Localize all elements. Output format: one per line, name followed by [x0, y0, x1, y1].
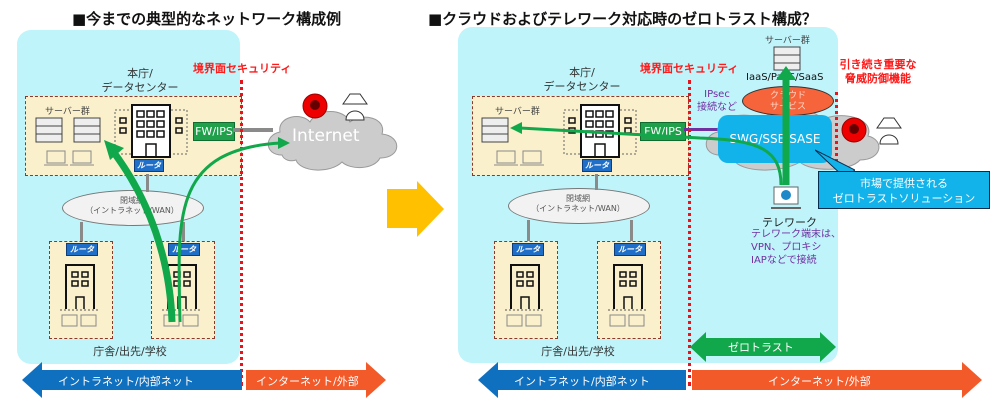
left-dc-laptop-icons	[44, 150, 94, 166]
flow-telework-to-server	[519, 126, 783, 186]
left-hq-label-line1: 本庁/	[127, 67, 153, 80]
right-hq-wan-link	[595, 174, 598, 190]
left-wan-branch1-link	[80, 222, 83, 242]
transition-arrow-icon	[387, 181, 444, 237]
left-branch1-router: ルータ	[66, 243, 98, 256]
right-wan-label-line2: （イントラネット/WAN）	[531, 204, 625, 213]
left-intranet-arrow	[22, 362, 242, 398]
left-internet-arrow	[246, 362, 386, 398]
zero-trust-arrow	[690, 332, 836, 362]
right-hq-label: 本庁/ データセンター	[522, 66, 642, 94]
left-flow-arrows	[104, 137, 290, 323]
telework-note-line3: IAPなどで接続	[751, 255, 817, 266]
right-branch1-router: ルータ	[512, 243, 544, 256]
right-hacker-icon	[876, 117, 902, 145]
flow-branch-to-server-head	[104, 140, 124, 160]
telework-note-line2: VPN、プロキシ	[751, 242, 822, 253]
left-hq-router: ルータ	[134, 159, 164, 172]
ipsec-label: IPsec 接続など	[697, 88, 737, 114]
right-intranet-arrow-label: イントラネット/内部ネット	[514, 375, 650, 388]
left-wan-label-line1: 閉域網	[120, 196, 144, 205]
left-wan-ellipse	[62, 190, 204, 226]
ipsec-label-line2: 接続など	[697, 102, 737, 113]
right-internet-arrow	[692, 362, 982, 398]
right-wan-label-line1: 閉域網	[566, 194, 590, 203]
zero-trust-arrow-label: ゼロトラスト	[728, 341, 794, 354]
left-hq-label: 本庁/ データセンター	[80, 67, 200, 95]
left-intranet-arrow-label: イントラネット/内部ネット	[58, 375, 194, 388]
telework-note: テレワーク端末は、 VPN、プロキシ IAPなどで接続	[751, 228, 841, 267]
right-server-rack-icon	[481, 117, 509, 143]
right-hq-label-line1: 本庁/	[569, 66, 595, 79]
left-branch1-building-icon	[60, 264, 100, 327]
left-perimeter-line	[240, 80, 243, 386]
threat-defense-line2: 脅威防御機能	[845, 72, 911, 85]
right-wan-branch1-link	[527, 220, 530, 242]
callout-line1: 市場で提供される	[860, 177, 948, 190]
left-hq-wan-link	[146, 174, 149, 192]
right-branch2-router: ルータ	[614, 243, 646, 256]
left-fw-internet-link	[233, 128, 273, 132]
right-intranet-arrow	[478, 362, 686, 398]
left-internet-label: Internet	[292, 126, 360, 146]
callout-line2: ゼロトラストソリューション	[832, 192, 976, 205]
left-perimeter-label: 境界面セキュリティ	[193, 62, 292, 75]
left-wan-label-line2: （イントラネット/WAN）	[85, 206, 179, 215]
flow-telework-to-cloud-head	[776, 66, 796, 80]
left-hq-building-icon	[114, 104, 188, 158]
ipsec-label-line1: IPsec	[704, 89, 730, 100]
cloud-server-rack-icon	[773, 46, 801, 71]
threat-defense-label: 引き続き重要な 脅威防御機能	[834, 58, 922, 86]
flow-branch-to-internet	[177, 141, 281, 323]
right-perimeter-label: 境界面セキュリティ	[640, 62, 739, 75]
left-internet-cloud-icon	[267, 111, 398, 171]
left-internet-arrow-label: インターネット/外部	[256, 375, 359, 388]
telework-laptop-icon	[771, 186, 801, 209]
left-fw-ips: FW/IPS	[193, 122, 235, 141]
right-hq-label-line2: データセンター	[543, 80, 621, 93]
left-wan-label: 閉域網 （イントラネット/WAN）	[62, 196, 202, 216]
threat-defense-line	[835, 92, 838, 162]
right-malware-icon	[841, 117, 867, 143]
left-hacker-icon	[342, 93, 368, 121]
right-hq-router: ルータ	[582, 159, 612, 172]
right-server-group-label: サーバー群	[495, 107, 540, 117]
flow-branch-to-internet-head	[278, 137, 290, 149]
left-branch2-router: ルータ	[168, 243, 200, 256]
right-branches-label: 庁舎/出先/学校	[541, 345, 615, 358]
left-server-rack-icons	[35, 117, 101, 143]
right-wan-ellipse	[508, 188, 650, 224]
left-malware-icon	[302, 93, 328, 119]
zero-trust-solution-callout: 市場で提供される ゼロトラストソリューション	[818, 171, 990, 209]
telework-note-line1: テレワーク端末は、	[751, 229, 841, 240]
right-branch1-building-icon	[505, 264, 545, 327]
left-wan-branch2-link	[182, 222, 185, 242]
right-perimeter-line	[688, 80, 691, 386]
server-icon	[35, 117, 101, 143]
left-server-group-label: サーバー群	[45, 107, 90, 117]
telework-label: テレワーク	[762, 216, 817, 229]
sase-box: SWG/SSE/SASE	[718, 115, 832, 163]
right-wan-label: 閉域網 （イントラネット/WAN）	[508, 194, 648, 214]
right-wan-branch2-link	[630, 220, 633, 242]
left-hq-label-line2: データセンター	[101, 81, 179, 94]
right-dc-laptop-icons	[494, 150, 544, 166]
right-title: ■クラウドおよびテレワーク対応時のゼロトラスト構成？	[428, 10, 817, 28]
right-internet-arrow-label: インターネット/外部	[768, 375, 871, 388]
right-flow-arrows	[510, 66, 796, 186]
right-branch2-building-icon	[608, 264, 648, 327]
flow-telework-to-server-head	[510, 122, 522, 134]
ipsec-link	[684, 128, 720, 131]
cloud-server-group-label: サーバー群	[765, 36, 810, 46]
threat-defense-line1: 引き続き重要な	[839, 58, 917, 71]
left-branches-label: 庁舎/出先/学校	[93, 345, 167, 358]
left-title: ■今までの典型的なネットワーク構成例	[72, 10, 342, 28]
flow-branch-to-server	[109, 147, 176, 323]
